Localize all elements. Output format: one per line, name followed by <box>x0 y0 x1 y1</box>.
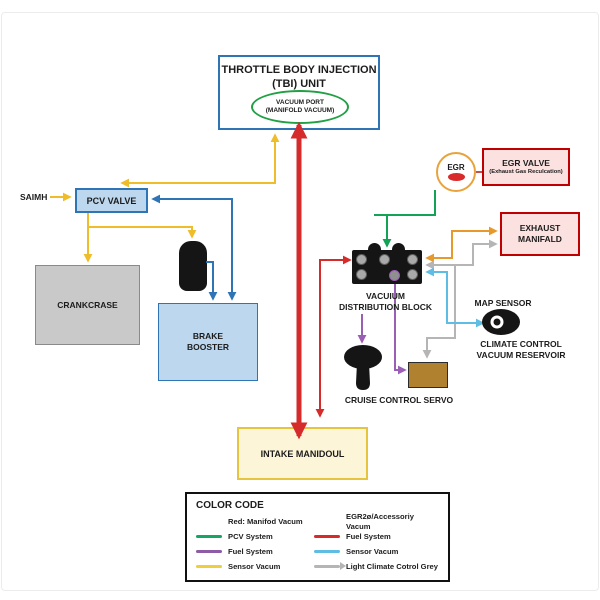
egr-dot-icon <box>447 173 465 181</box>
pcv-valve-label: PCV VALVE <box>86 195 137 206</box>
line-block-to-exhaust-gray <box>425 239 498 270</box>
legend-swatch-purple <box>196 550 222 553</box>
legend-row: Red: Manifod Vacum <box>196 514 314 529</box>
line-canister-to-booster-blue <box>206 261 218 301</box>
tbi-title-line1: THROTTLE BODY INJECTION <box>221 64 377 76</box>
vdb-label-line2: DISTRIBUTION BLOCK <box>338 302 433 313</box>
egr-valve-subtitle: (Exhaust Gas Reculcation) <box>489 168 563 175</box>
vacuum-port-line2: (MANIFOLD VACUUM) <box>265 107 335 114</box>
legend-label: Sensor Vacum <box>346 546 399 556</box>
climate-label-line1: CLIMATE CONTROL <box>480 339 562 349</box>
legend-row: PCV System <box>196 529 314 544</box>
legend-label: Fuel System <box>346 531 391 541</box>
legend-row: Sensor Vacum <box>196 559 314 574</box>
pcv-valve-box: PCV VALVE <box>75 188 148 213</box>
cruise-control-label: CRUISE CONTROL SERVO <box>344 395 454 405</box>
brake-booster-box: BRAKE BOOSTER <box>158 303 258 381</box>
legend-label: Sensor Vacum <box>228 561 281 571</box>
intake-label: INTAKE MANIDOUL <box>260 448 345 459</box>
legend-swatch-green <box>196 535 222 538</box>
legend-swatch-none <box>196 520 222 523</box>
cruise-control-servo-icon <box>344 345 382 390</box>
crankcase-box: CRANKCRASE <box>35 265 140 345</box>
exhaust-label-1: EXHAUST <box>519 222 561 233</box>
legend-label: PCV System <box>228 531 273 541</box>
legend-swatch-gray-arrow <box>314 562 346 570</box>
block-port-icon <box>356 254 367 265</box>
block-port-purple-icon <box>389 270 400 281</box>
climate-label-line2: VACUUM RESERVOIR <box>476 350 566 361</box>
exhaust-manifold-box: EXHAUST MANIFALD <box>500 212 580 256</box>
block-port-icon <box>407 269 418 280</box>
line-pcv-to-booster-blue <box>151 194 237 301</box>
line-block-to-map-lightblue <box>425 267 485 328</box>
map-sensor-icon <box>482 309 520 335</box>
legend-swatch-yellow <box>196 565 222 568</box>
vdb-label: VACUIUM DISTRIBUTION BLOCK <box>328 291 443 313</box>
block-port-icon <box>407 254 418 265</box>
legend-label: Light Climate Cotrol Grey <box>346 562 438 571</box>
servo-reservoir-box <box>408 362 448 388</box>
legend-row: Fuel System <box>314 529 439 544</box>
legend-label: Fuel System <box>228 546 273 556</box>
color-code-legend: COLOR CODE Red: Manifod Vacum PCV System… <box>185 492 450 582</box>
line-to-servo-box-purple <box>394 284 407 375</box>
block-nipple-icon <box>368 243 381 256</box>
legend-row: Fuel System <box>196 544 314 559</box>
page-frame <box>1 12 599 591</box>
legend-row: Sensor Vacum <box>314 544 439 559</box>
vacuum-distribution-block-icon <box>352 243 422 284</box>
brake-booster-label-1: BRAKE <box>192 330 224 341</box>
legend-label: EGR2ø/Accessoriy Vacum <box>346 512 414 531</box>
block-port-icon <box>379 254 390 265</box>
line-to-canister-yellow <box>88 226 197 239</box>
line-egr-green <box>374 190 436 216</box>
line-tbi-to-pcv-yellow <box>120 133 280 188</box>
exhaust-label-2: MANIFALD <box>518 234 562 244</box>
vacuum-port-line1: VACUUM PORT <box>276 98 324 106</box>
tbi-title-line2: (TBI) UNIT <box>272 77 326 90</box>
legend-swatch-red <box>314 535 340 538</box>
legend-swatch-lightblue <box>314 550 340 553</box>
egr-valve-box: EGR VALVE (Exhaust Gas Reculcation) <box>482 148 570 186</box>
block-port-icon <box>356 269 367 280</box>
climate-control-label: CLIMATE CONTROL VACUUM RESERVOIR <box>461 339 581 361</box>
saimh-label: SAIMH <box>20 192 48 202</box>
crankcase-label: CRANKCRASE <box>57 300 118 310</box>
block-nipple-icon <box>392 243 405 256</box>
vdb-label-line1: VACUIUM <box>365 291 406 301</box>
legend-label: Red: Manifod Vacum <box>228 516 303 526</box>
egr-icon: EGR <box>436 152 476 192</box>
egr-valve-title: EGR VALVE <box>502 157 550 168</box>
legend-title: COLOR CODE <box>196 500 264 511</box>
egr-icon-label: EGR <box>447 163 465 172</box>
line-intake-to-block-red <box>315 255 352 418</box>
legend-swatch-none <box>314 520 340 523</box>
legend-row: EGR2ø/Accessoriy Vacum <box>314 512 439 531</box>
brake-booster-label-2: BOOSTER <box>186 342 230 352</box>
map-sensor-label: MAP SENSOR <box>474 298 532 308</box>
legend-row: Light Climate Cotrol Grey <box>314 559 439 588</box>
